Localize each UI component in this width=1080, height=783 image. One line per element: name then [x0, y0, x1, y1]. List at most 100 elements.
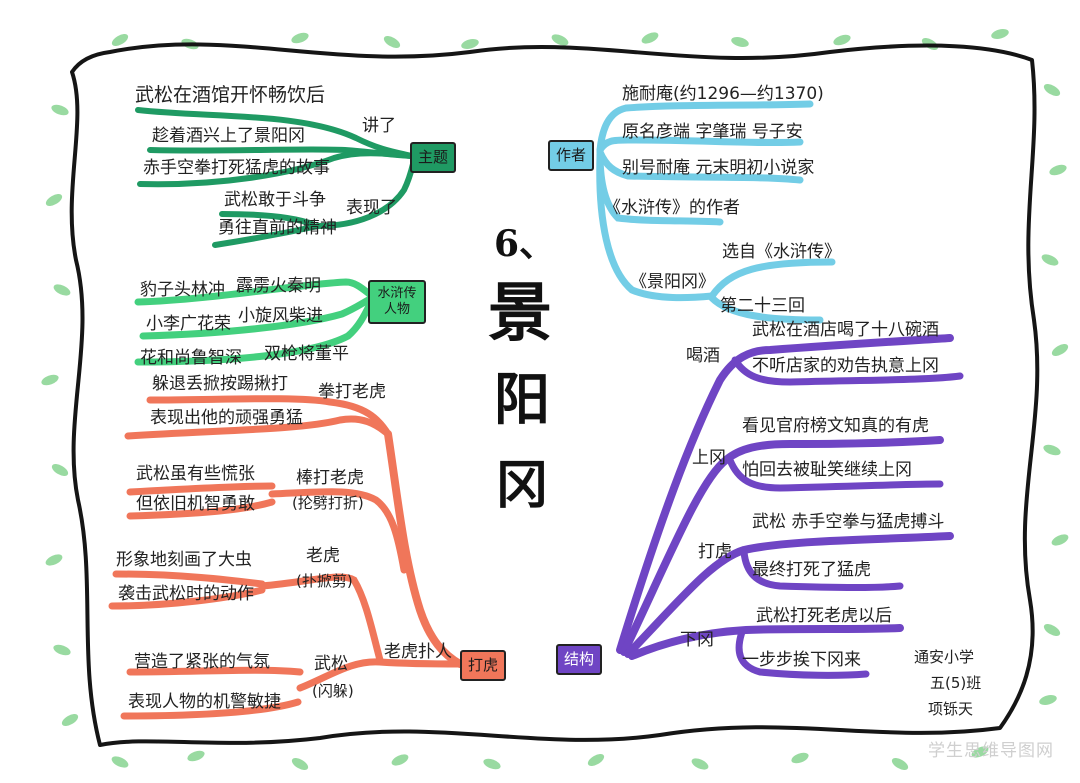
- leaf-decoration: [41, 374, 59, 386]
- signature-name: 项铄天: [928, 700, 974, 718]
- leaf-decoration: [891, 758, 909, 770]
- leaf-decoration: [1043, 84, 1061, 96]
- fight-wusong-item-2: 表现人物的机警敏捷: [128, 692, 281, 712]
- title-number: 6、: [494, 223, 556, 265]
- leaf-decoration: [291, 758, 309, 770]
- characters-hub: 水浒传人物: [368, 280, 426, 324]
- leaf-decoration: [1043, 444, 1061, 456]
- fight-wusong-item-1: 营造了紧张的气氛: [134, 652, 270, 672]
- character-branches: [134, 278, 376, 366]
- leaf-decoration: [1041, 254, 1059, 266]
- leaf-decoration: [53, 644, 71, 656]
- fight-stick-item-2: 但依旧机智勇敢: [136, 494, 255, 514]
- structure-hub: 结构: [556, 644, 603, 675]
- fight-tiger-sub: (扑掀剪): [296, 572, 353, 590]
- author-item-1: 施耐庵(约1296—约1370): [622, 84, 824, 104]
- fight-stick-label: 棒打老虎: [296, 468, 364, 488]
- theme-item-2: 趁着酒兴上了景阳冈: [152, 126, 305, 146]
- structure-climb-item-2: 怕回去被耻笑继续上冈: [742, 460, 912, 480]
- leaf-decoration: [111, 756, 129, 768]
- structure-climb-label: 上冈: [692, 448, 726, 468]
- character-3: 小李广花荣: [146, 314, 231, 334]
- author-book-item-2: 第二十三回: [720, 296, 805, 316]
- leaf-decoration: [691, 758, 709, 770]
- fight-fist-label: 拳打老虎: [318, 382, 386, 402]
- author-book-item-1: 选自《水浒传》: [722, 242, 841, 262]
- structure-fight-item-2: 最终打死了猛虎: [752, 560, 871, 580]
- leaf-decoration: [1039, 695, 1057, 705]
- title-char-3: 冈: [496, 455, 549, 516]
- character-2: 霹雳火秦明: [236, 276, 321, 296]
- leaf-decoration: [791, 752, 809, 764]
- wavy-border: [69, 42, 1040, 747]
- leaf-decoration: [53, 284, 71, 296]
- structure-down-item-2: 一步步挨下冈来: [742, 650, 861, 670]
- leaf-decoration: [833, 34, 851, 46]
- structure-fight-label: 打虎: [698, 542, 732, 562]
- leaf-decoration: [991, 29, 1009, 39]
- theme-label-speak: 讲了: [362, 116, 396, 136]
- leaf-decoration: [45, 194, 63, 206]
- leaf-decoration: [1051, 344, 1069, 356]
- theme-item-1: 武松在酒馆开怀畅饮后: [135, 84, 326, 106]
- leaf-decoration: [587, 754, 605, 766]
- theme-item-5: 勇往直前的精神: [218, 218, 337, 238]
- fight-wusong-label: 武松: [314, 654, 348, 674]
- signature-class: 五(5)班: [930, 674, 982, 692]
- author-branches: [596, 100, 836, 324]
- signature-school: 通安小学: [914, 648, 975, 666]
- leaf-decoration: [641, 32, 659, 44]
- structure-drink-item-2: 不听店家的劝告执意上冈: [752, 356, 939, 376]
- fight-tiger-item-2: 袭击武松时的动作: [118, 584, 254, 604]
- character-5: 花和尚鲁智深: [140, 348, 242, 368]
- author-hub: 作者: [548, 140, 595, 171]
- fight-wusong-sub: (闪躲): [312, 682, 354, 700]
- structure-climb-item-1: 看见官府榜文知真的有虎: [742, 416, 929, 436]
- leaf-decoration: [551, 34, 569, 46]
- structure-down-item-1: 武松打死老虎以后: [756, 606, 892, 626]
- fight-fist-item-2: 表现出他的顽强勇猛: [150, 408, 303, 428]
- leaf-decoration: [51, 464, 69, 476]
- author-item-3: 别号耐庵 元末明初小说家: [622, 158, 815, 178]
- fight-tiger-item-1: 形象地刻画了大虫: [116, 550, 252, 570]
- leaf-decoration: [291, 32, 309, 44]
- theme-item-3: 赤手空拳打死猛虎的故事: [143, 158, 330, 178]
- characters-hub-label: 水浒传人物: [377, 286, 417, 317]
- title-char-1: 景: [488, 276, 552, 351]
- character-1: 豹子头林冲: [140, 280, 225, 300]
- fight-branches: [108, 395, 464, 720]
- author-book: 《景阳冈》: [630, 272, 715, 292]
- structure-branches: [616, 334, 964, 679]
- fight-tiger-label: 老虎: [306, 546, 340, 566]
- fight-stick-item-1: 武松虽有些慌张: [136, 464, 255, 484]
- leaf-decoration: [111, 34, 129, 46]
- character-4: 小旋风柴进: [238, 306, 323, 326]
- leaf-decoration: [731, 37, 749, 47]
- leaf-decoration: [187, 750, 205, 762]
- leaf-decoration: [1051, 534, 1069, 546]
- structure-fight-item-1: 武松 赤手空拳与猛虎搏斗: [752, 512, 945, 532]
- theme-item-4: 武松敢于斗争: [224, 190, 326, 210]
- theme-hub: 主题: [410, 142, 457, 173]
- leaf-decoration: [391, 754, 409, 766]
- fight-fist-item-1: 躲退丢掀按踢揪打: [152, 374, 288, 394]
- title-char-2: 阳: [494, 367, 550, 433]
- author-item-2: 原名彦端 字肇瑞 号子安: [622, 122, 803, 142]
- fight-attack-label: 老虎扑人: [384, 642, 452, 662]
- leaf-decoration: [483, 758, 501, 770]
- leaf-decoration: [461, 39, 479, 49]
- structure-down-label: 下冈: [680, 630, 714, 650]
- leaf-decoration: [971, 746, 989, 758]
- author-item-4: 《水浒传》的作者: [604, 198, 740, 218]
- structure-drink-label: 喝酒: [686, 346, 720, 366]
- leaf-decoration: [383, 36, 401, 48]
- leaf-decoration: [1043, 624, 1061, 636]
- theme-label-show: 表现了: [346, 198, 397, 218]
- leaf-decoration: [51, 104, 69, 116]
- structure-drink-item-1: 武松在酒店喝了十八碗酒: [752, 320, 939, 340]
- leaf-decoration: [61, 714, 79, 726]
- fight-stick-sub: (抡劈打折): [292, 494, 364, 512]
- fight-hub: 打虎: [460, 650, 507, 681]
